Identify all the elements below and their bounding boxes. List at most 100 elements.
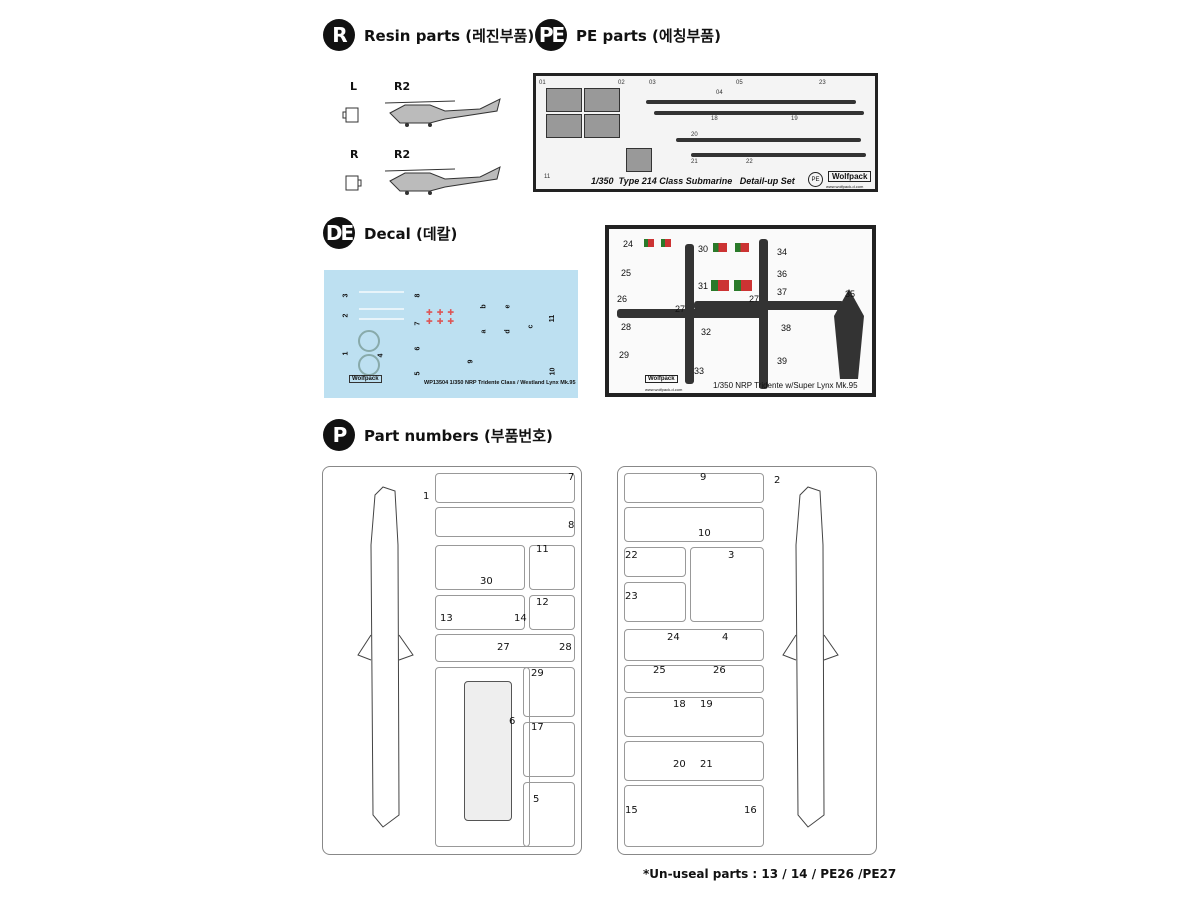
part-number: 6 — [509, 716, 516, 727]
decal-stripe — [359, 291, 404, 293]
part-number: 12 — [536, 597, 549, 608]
decal-number: 3 — [342, 293, 350, 298]
pe-rail — [654, 111, 864, 115]
decal-number: 9 — [467, 359, 475, 364]
pe-badge: PE — [535, 19, 567, 51]
website-url: www.wolfpack-d.com — [645, 387, 683, 392]
part-number: 3 — [728, 550, 735, 561]
pe-part-number: 39 — [777, 356, 788, 366]
pe-part-number: 33 — [694, 366, 705, 376]
pe-section-title: PE parts (에칭부품) — [576, 27, 721, 45]
decal-letter: e — [504, 304, 512, 309]
pe-part-number: 01 — [539, 80, 546, 86]
pe-part-number: 38 — [781, 323, 792, 333]
resin-section-title: Resin parts (레진부품) — [364, 27, 535, 45]
decal-sheet: 1 2 3 4 5 6 7 8 9 10 11 a b c d e ✚✚✚✚✚✚… — [324, 270, 578, 398]
part-numbers-section-title: Part numbers (부품번호) — [364, 427, 553, 445]
pe-rail — [646, 100, 856, 104]
part-number: 22 — [625, 550, 638, 561]
pe-part-number: 04 — [716, 90, 723, 96]
flag-icon — [644, 239, 654, 247]
part-number: 27 — [497, 642, 510, 653]
pe-caption: 1/350 Type 214 Class Submarine Detail-up… — [591, 176, 795, 186]
decal-stripe — [359, 318, 404, 320]
part-number: 28 — [559, 642, 572, 653]
wolfpack-logo: Wolfpack — [349, 375, 382, 383]
decal-stripe — [359, 308, 404, 310]
pe-plate — [546, 114, 582, 138]
resin-label: R — [350, 148, 359, 161]
pe-part-number: 02 — [618, 80, 625, 86]
pe-part-number: 28 — [621, 322, 632, 332]
resin-part-r-drawing — [345, 175, 362, 191]
pe-plate — [546, 88, 582, 112]
wolfpack-logo: Wolfpack — [828, 171, 872, 182]
part-numbers-badge: P — [323, 419, 355, 451]
pe-frame-arm — [694, 301, 844, 310]
decal-number: 11 — [549, 314, 557, 323]
pe-part-number: 24 — [623, 239, 634, 249]
decal-letter: d — [504, 329, 512, 334]
part-number: 13 — [440, 613, 453, 624]
decal-letter: b — [480, 304, 488, 309]
pe-part-number: 32 — [701, 327, 712, 337]
decal-number: 5 — [414, 371, 422, 376]
resin-label: R2 — [394, 148, 411, 161]
decal-number: 7 — [414, 321, 422, 326]
resin-label: R2 — [394, 80, 411, 93]
resin-label: L — [350, 80, 358, 93]
pe-part-number: 30 — [698, 244, 709, 254]
part-number: 15 — [625, 805, 638, 816]
part-number: 20 — [673, 759, 686, 770]
decal-number: 4 — [377, 353, 385, 358]
decal-badge: DE — [323, 217, 355, 249]
pe-part-number: 34 — [777, 247, 788, 257]
pe-part-number: 27 — [749, 294, 760, 304]
helicopter-icon — [385, 98, 501, 127]
part-number: 26 — [713, 665, 726, 676]
part-number: 4 — [722, 632, 729, 643]
wolfpack-logo: Wolfpack — [645, 375, 678, 383]
pe-part-number: 19 — [791, 116, 798, 122]
part-number: 17 — [531, 722, 544, 733]
website-url: www.wolfpack-d.com — [826, 184, 864, 189]
pe-part-number: 31 — [698, 281, 709, 291]
pe-frame-arm — [759, 239, 768, 389]
flag-icon — [711, 280, 729, 291]
part-number: 23 — [625, 591, 638, 602]
part-number: 5 — [533, 794, 540, 805]
pe-part-number: 29 — [619, 350, 630, 360]
pe-part-number: 36 — [777, 269, 788, 279]
helicopter-icon — [385, 166, 501, 195]
pe-fret-submarine: 01 02 03 04 05 23 18 19 20 21 22 11 1/35… — [533, 73, 878, 192]
hull-half-drawing — [357, 486, 414, 828]
decal-crosses: ✚✚✚✚✚✚ — [426, 308, 459, 326]
part-number: 14 — [514, 613, 527, 624]
hull-half-drawing — [782, 486, 839, 828]
part-number: 7 — [568, 472, 575, 483]
decal-section-title: Decal (데칼) — [364, 225, 458, 243]
decal-letter: c — [527, 324, 535, 329]
part-number: 10 — [698, 528, 711, 539]
pe-plate — [584, 88, 620, 112]
unused-parts-note: *Un-useal parts : 13 / 14 / PE26 /PE27 — [643, 867, 897, 881]
sprue-left — [322, 466, 582, 855]
decal-letter: a — [480, 329, 488, 334]
resin-part-l-drawing — [342, 107, 359, 123]
part-number: 19 — [700, 699, 713, 710]
decal-roundel — [358, 330, 380, 352]
pe-part-number: 23 — [819, 80, 826, 86]
part-number: 11 — [536, 544, 549, 555]
resin-badge: R — [323, 19, 355, 51]
part-number: 1 — [423, 491, 430, 502]
part-number: 8 — [568, 520, 575, 531]
part-number: 29 — [531, 668, 544, 679]
pe-part-number: 20 — [691, 132, 698, 138]
pe-part-number: 27 — [675, 304, 686, 314]
pe-rail — [676, 138, 861, 142]
pe-mark: PE — [808, 172, 823, 187]
pe-part-number: 05 — [736, 80, 743, 86]
decal-roundel — [358, 354, 380, 376]
part-number: 21 — [700, 759, 713, 770]
flag-icon — [734, 280, 752, 291]
